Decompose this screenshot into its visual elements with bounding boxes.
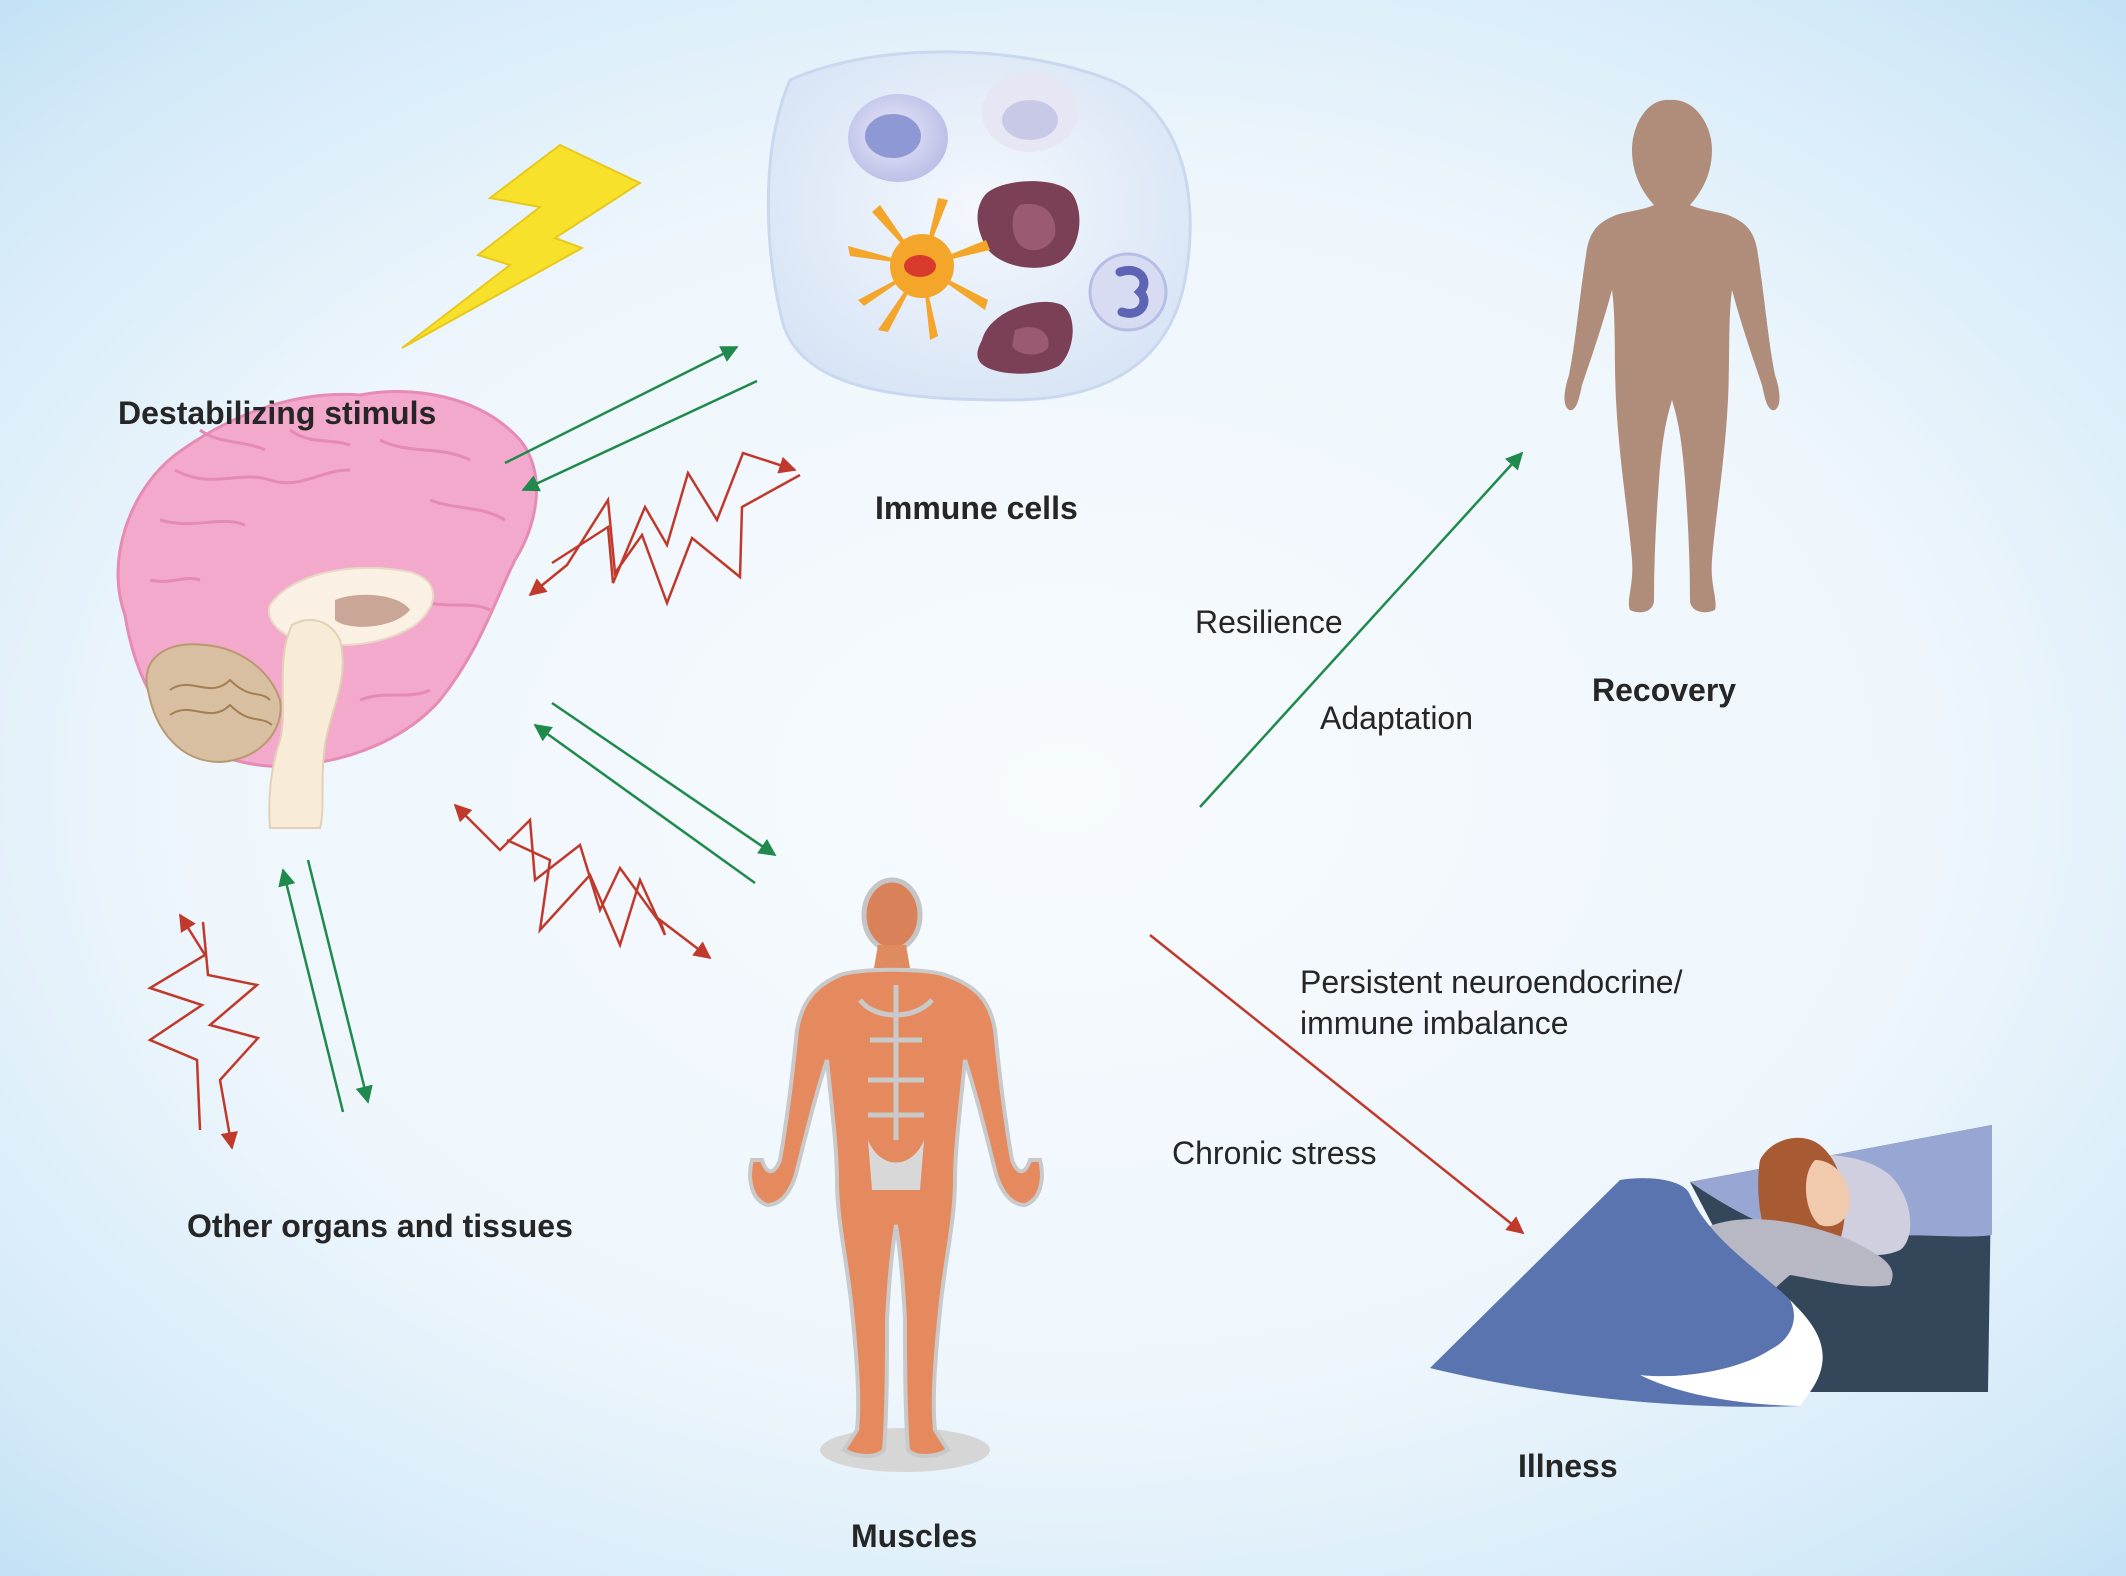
lightning-bolt-icon bbox=[401, 143, 643, 349]
arrow-brain-to-immune bbox=[504, 345, 739, 465]
label-adaptation: Adaptation bbox=[1320, 700, 1474, 736]
arrow-muscles-to-brain bbox=[533, 723, 756, 885]
label-muscles: Muscles bbox=[851, 1518, 978, 1554]
zigzag-brain-to-organs bbox=[201, 921, 261, 1150]
arrow-brain-to-organs bbox=[306, 859, 373, 1104]
arrow-immune-to-brain bbox=[521, 379, 758, 492]
label-illness: Illness bbox=[1518, 1448, 1618, 1484]
label-destabilizing-stimulus: Destabilizing stimuls bbox=[118, 395, 437, 431]
zigzag-brain-to-immune bbox=[551, 451, 797, 584]
arrow-brain-to-muscles bbox=[551, 701, 777, 857]
label-immune-cells: Immune cells bbox=[875, 490, 1078, 526]
zigzag-brain-to-muscles bbox=[506, 838, 712, 960]
label-persistent-line1: Persistent neuroendocrine/ bbox=[1300, 964, 1683, 1000]
zigzag-muscles-to-brain bbox=[453, 803, 662, 924]
arrow-resilience-recovery bbox=[1199, 451, 1524, 808]
sleeping-person-icon bbox=[1430, 1125, 1992, 1407]
label-persistent-imbalance: Persistent neuroendocrine/ immune imbala… bbox=[1300, 962, 1682, 1044]
arrow-chronic-illness bbox=[1149, 934, 1525, 1235]
human-silhouette-icon bbox=[1564, 99, 1780, 613]
muscle-figure-icon bbox=[748, 877, 1044, 1472]
label-persistent-line2: immune imbalance bbox=[1300, 1005, 1569, 1041]
label-resilience: Resilience bbox=[1195, 604, 1343, 640]
zigzag-immune-to-brain bbox=[528, 473, 801, 607]
label-other-organs: Other organs and tissues bbox=[187, 1208, 573, 1244]
immune-cells-icon bbox=[766, 50, 1192, 402]
label-chronic-stress: Chronic stress bbox=[1172, 1135, 1377, 1171]
arrow-organs-to-brain bbox=[278, 868, 345, 1113]
zigzag-organs-to-brain bbox=[147, 913, 207, 1131]
brain-icon bbox=[116, 389, 538, 829]
label-recovery: Recovery bbox=[1592, 672, 1737, 708]
